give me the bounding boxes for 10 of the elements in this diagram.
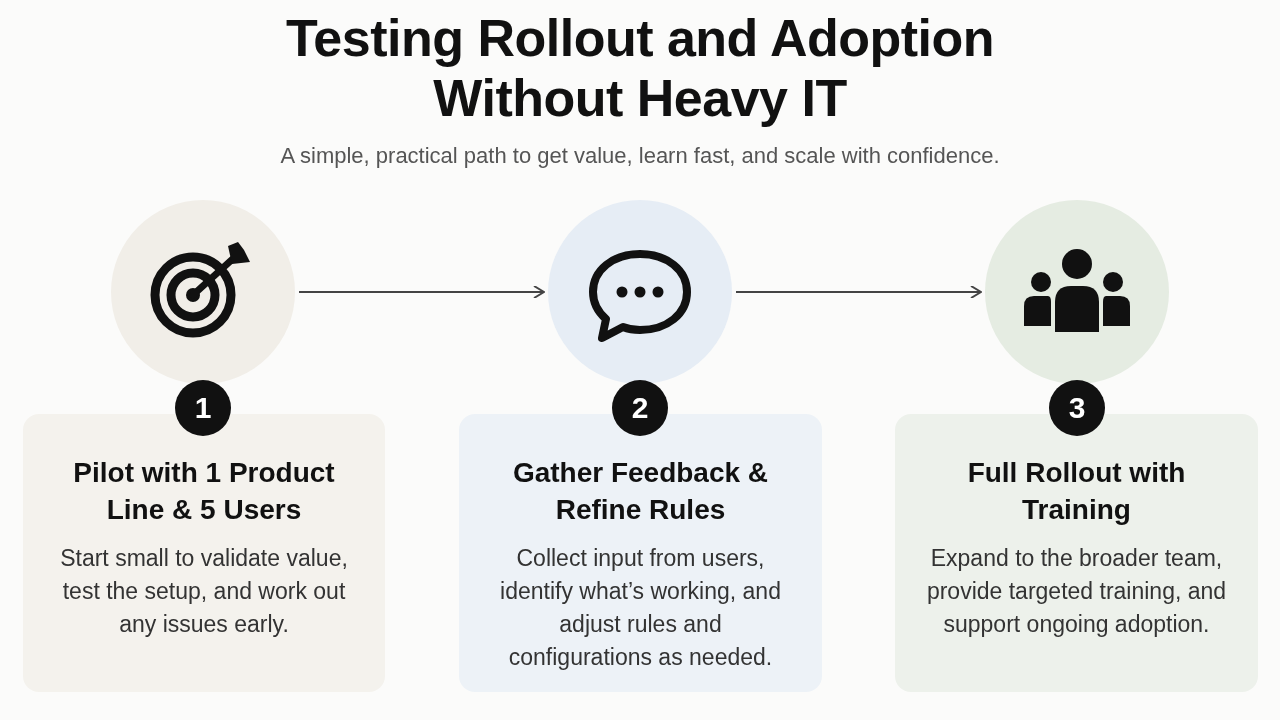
step-description: Start small to validate value, test the setup, and work out any issues early. bbox=[59, 544, 349, 639]
step-description: Expand to the broader team, provide targeted training, and support ongoing adoption. bbox=[926, 544, 1227, 639]
arrow bbox=[299, 285, 545, 299]
title: Testing Rollout and Adoption Without Heavy IT bbox=[284, 8, 996, 128]
step-description: Collect input from users, identify what’s working, and adjust rules and configurations as needed. bbox=[499, 544, 782, 672]
arrow bbox=[736, 285, 982, 299]
subtitle: A simple, practical path to get value, learn fast, and scale with confidence. bbox=[279, 143, 1001, 169]
step-title: Gather Feedback & Refine Rules bbox=[511, 456, 770, 527]
step-title: Full Rollout with Training bbox=[966, 456, 1187, 527]
step-title: Pilot with 1 Product Line & 5 Users bbox=[72, 456, 336, 527]
